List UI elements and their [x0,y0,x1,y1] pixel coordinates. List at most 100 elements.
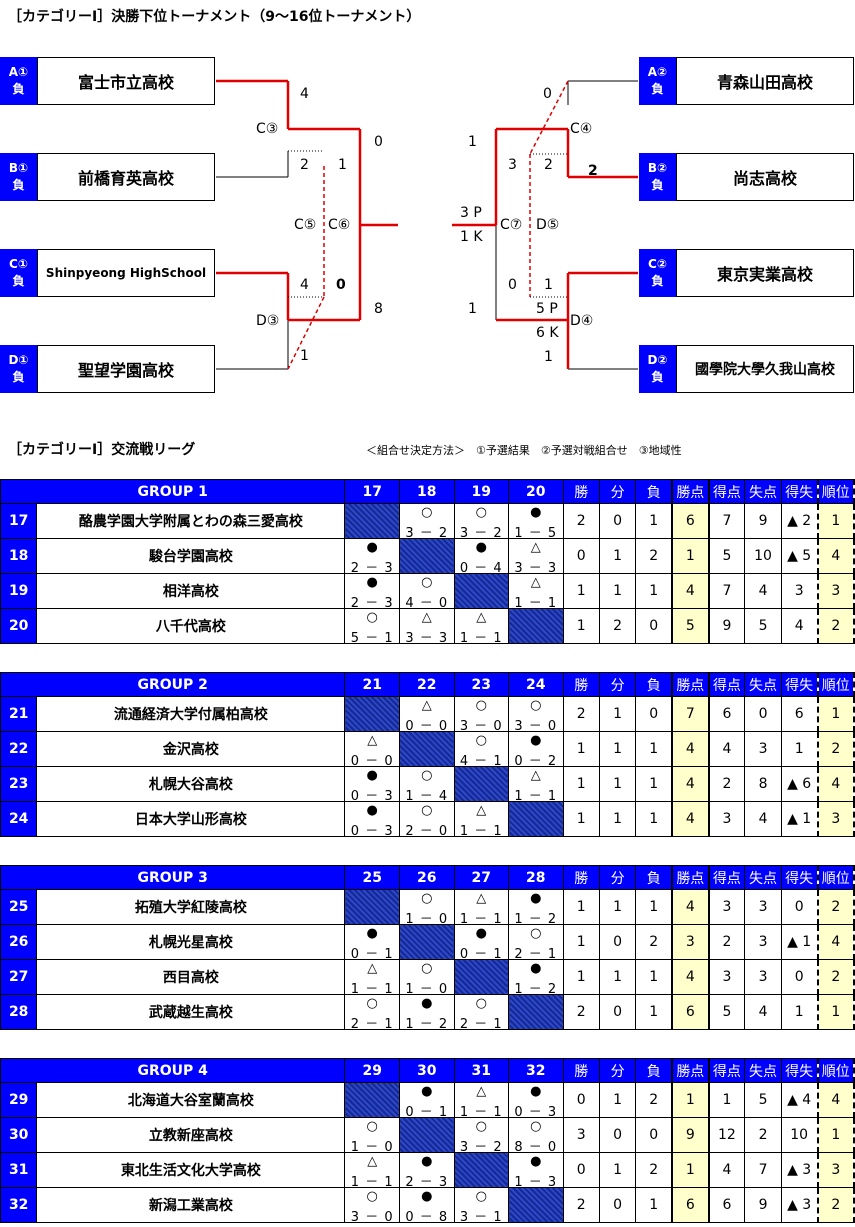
result-score: 1 － 1 [350,982,394,995]
score-c7-d4: 0 [508,277,517,293]
result-score: 1 － 1 [514,596,558,609]
team-number: 23 [0,766,38,802]
goal-diff-cell: 4 [780,608,819,644]
goals-against-cell: 10 [744,538,782,574]
stat-header: 勝点 [671,479,710,504]
team-number: 27 [0,959,38,995]
team-name: 金沢高校 [36,731,346,767]
match-result-cell: △1 － 1 [453,801,510,837]
points-cell: 5 [671,608,710,644]
match-result-cell: ○1 － 0 [398,959,455,995]
team-number: 22 [0,731,38,767]
opponent-col-header: 18 [398,479,455,504]
goals-against-cell: 3 [744,924,782,960]
team-name: 前橋育英高校 [37,153,215,201]
match-result-cell: ○5 － 1 [344,608,400,644]
result-symbol: ○ [475,698,487,713]
points-cell: 4 [671,889,710,925]
result-symbol: ● [366,768,378,783]
result-score: 1 － 2 [514,912,558,925]
goals-for-cell: 3 [707,889,746,925]
result-symbol: ● [366,803,378,818]
wins-cell: 3 [562,1117,600,1153]
result-symbol: △ [476,1084,487,1099]
match-result-cell: ○3 － 2 [453,503,510,539]
result-symbol: ● [530,1154,542,1169]
result-symbol: △ [530,575,541,590]
score-c7-bot: 1 [468,301,477,317]
result-score: 1 － 1 [459,912,503,925]
result-symbol: ● [475,926,487,941]
result-score: 3 － 3 [514,561,558,574]
team-name: 富士市立高校 [37,57,215,105]
match-result-cell: ●1 － 2 [508,889,564,925]
goals-against-cell: 8 [744,766,782,802]
team-number: 32 [0,1187,38,1223]
rank-cell: 3 [816,801,855,837]
self-match-cell [344,696,400,732]
result-symbol: ○ [475,996,487,1011]
points-cell: 3 [671,924,710,960]
match-result-cell: ○1 － 4 [398,766,455,802]
result-symbol: △ [421,610,432,625]
result-score: 0 － 8 [405,1210,449,1223]
team-name: 日本大学山形高校 [36,801,346,837]
result-score: 1 － 2 [514,982,558,995]
team-name: 新潟工業高校 [36,1187,346,1223]
league-title: ［カテゴリーⅠ］交流戦リーグ [8,442,196,458]
result-symbol: ● [421,1084,433,1099]
result-symbol: ● [366,575,378,590]
result-score: 2 － 1 [459,1017,503,1030]
score-c4-mid: 2 [588,163,598,179]
goal-diff-cell: 3 [780,573,819,609]
stat-header: 順位 [816,1058,855,1083]
draws-cell: 1 [598,889,637,925]
match-result-cell: △1 － 1 [344,959,400,995]
goals-for-cell: 6 [707,696,746,732]
wins-cell: 2 [562,696,600,732]
match-result-cell: △1 － 1 [453,889,510,925]
opponent-col-header: 32 [508,1058,564,1083]
losses-cell: 0 [635,608,673,644]
result-symbol: ● [366,926,378,941]
score-c6-bot: 8 [374,301,383,317]
points-cell: 1 [671,538,710,574]
losses-cell: 1 [635,731,673,767]
losses-cell: 0 [635,696,673,732]
result-score: 1 － 1 [459,824,503,837]
rank-cell: 4 [816,1082,855,1118]
stat-header: 得失 [780,672,819,697]
result-symbol: △ [421,698,432,713]
losses-cell: 1 [635,801,673,837]
losses-cell: 2 [635,1152,673,1188]
result-score: 3 － 2 [459,1140,503,1153]
match-result-cell: ○3 － 2 [453,1117,510,1153]
match-result-cell: △1 － 1 [453,608,510,644]
goals-against-cell: 3 [744,889,782,925]
match-result-cell: ○3 － 0 [344,1187,400,1223]
team-name: 駿台学園高校 [36,538,346,574]
self-match-cell [453,766,510,802]
result-score: 0 － 3 [514,1105,558,1118]
score-c6-c5: 1 [338,157,347,173]
goals-against-cell: 4 [744,573,782,609]
team-number: 30 [0,1117,38,1153]
goals-for-cell: 9 [707,608,746,644]
result-score: 1 － 4 [405,789,449,802]
goals-for-cell: 2 [707,766,746,802]
result-score: 1 － 1 [350,1175,394,1188]
goals-against-cell: 4 [744,994,782,1030]
team-number: 17 [0,503,38,539]
score-c3-bot: 2 [300,157,309,173]
result-score: 1 － 5 [514,526,558,539]
result-score: 1 － 0 [350,1140,394,1153]
match-result-cell: ●0 － 3 [344,766,400,802]
